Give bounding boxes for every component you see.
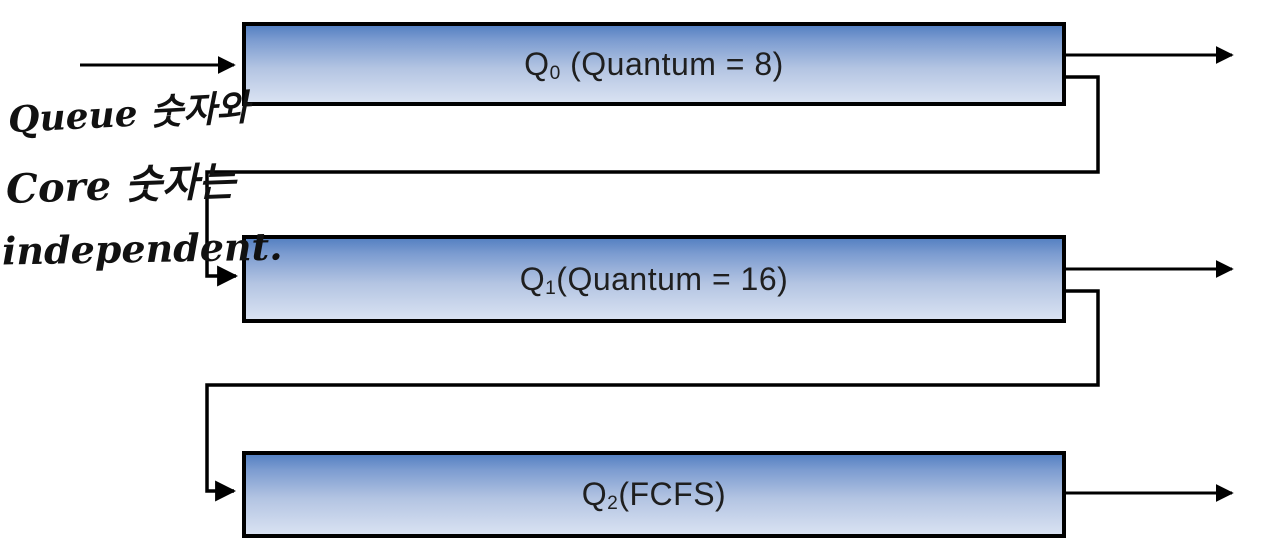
- queue-box-q1: Q1(Quantum = 16): [242, 235, 1066, 323]
- queue-box-q0: Q0 (Quantum = 8): [242, 22, 1066, 106]
- feedback-q0-to-q1: [205, 75, 1100, 287]
- queue-label-q1: Q1(Quantum = 16): [519, 260, 789, 299]
- queue-subscript-q0: 0: [549, 62, 561, 84]
- feedback-q1-to-q2: [205, 289, 1100, 502]
- queue-box-q2: Q2(FCFS): [242, 451, 1066, 538]
- handwritten-note-line-2: Core 숫자는: [5, 158, 237, 213]
- queue-detail-q0: (Quantum = 8): [560, 45, 784, 82]
- handwritten-note-line-3: independent.: [1, 223, 283, 274]
- queue-name-q2: Q: [581, 476, 608, 512]
- queue-subscript-q1: 1: [545, 277, 557, 299]
- queue-subscript-q2: 2: [607, 493, 619, 515]
- queue-label-q0: Q0 (Quantum = 8): [524, 45, 784, 84]
- queue-detail-q2: (FCFS): [618, 476, 727, 512]
- queue-name-q1: Q: [519, 260, 546, 297]
- queue-label-q2: Q2(FCFS): [581, 476, 727, 515]
- queue-detail-q1: (Quantum = 16): [556, 260, 789, 297]
- queue-name-q0: Q: [524, 45, 550, 82]
